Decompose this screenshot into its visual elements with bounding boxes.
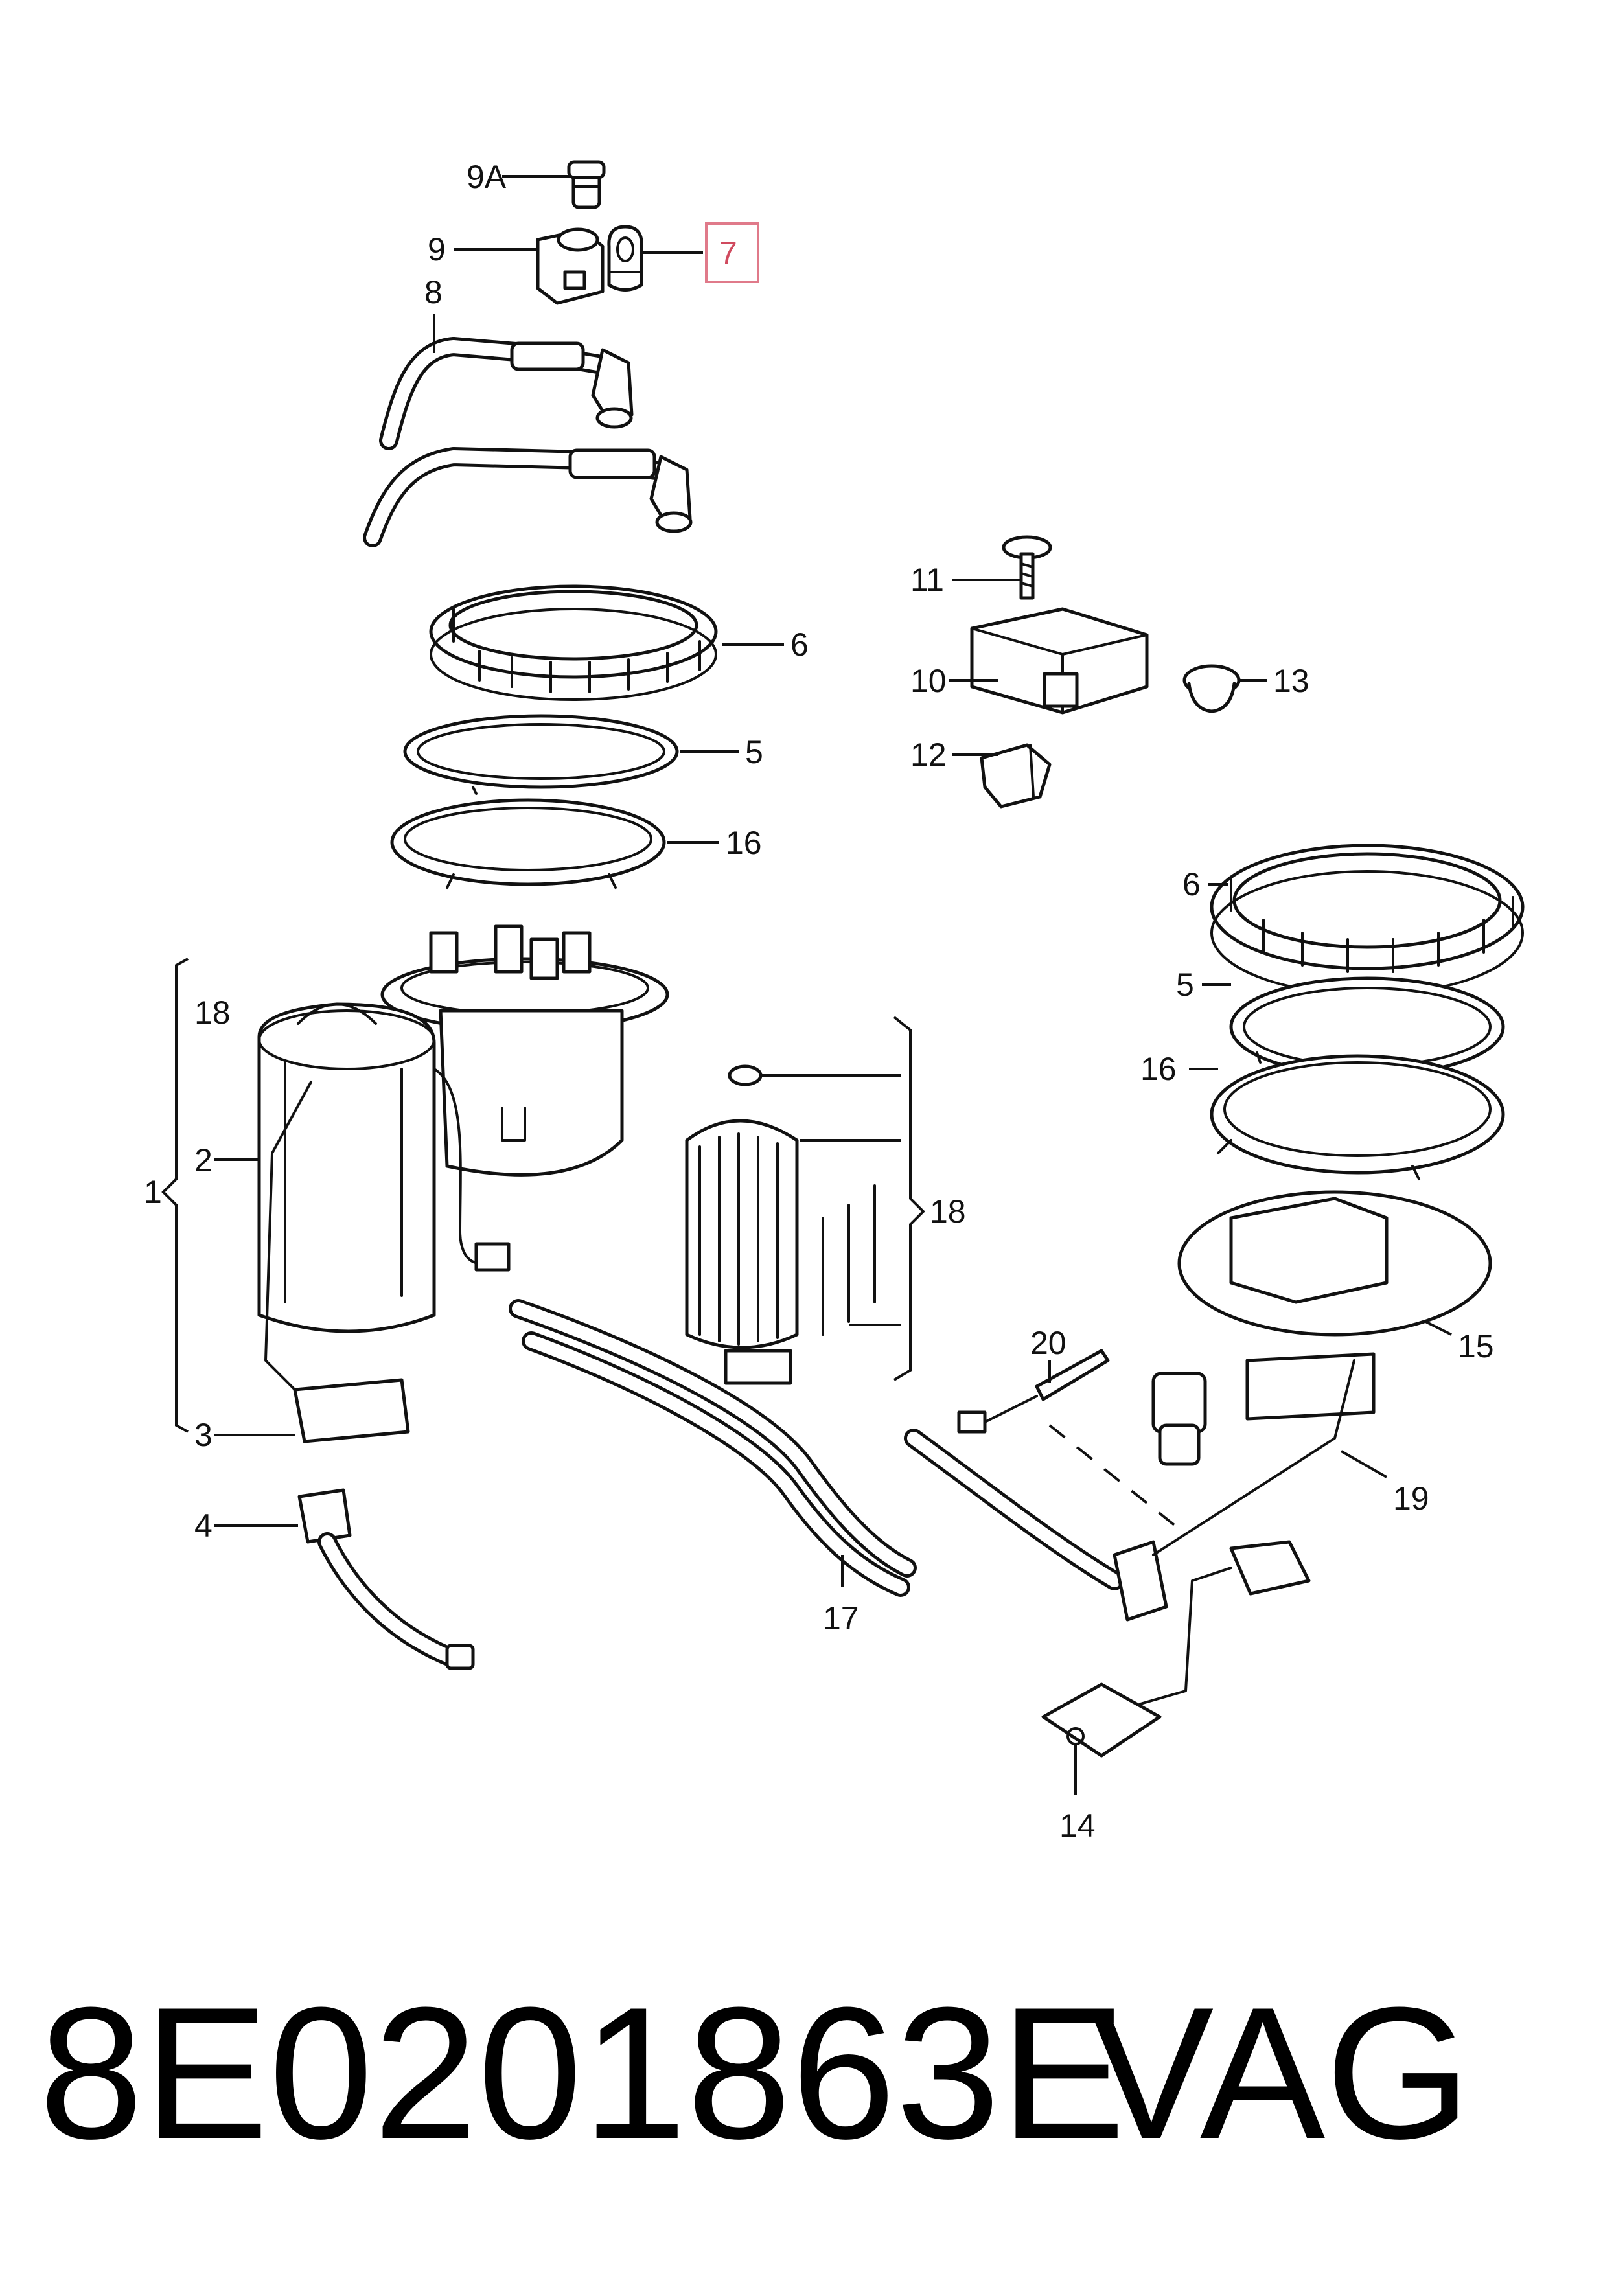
callout-7: 7 <box>719 235 737 271</box>
bracket-right-group <box>893 1016 925 1381</box>
callout-18-right: 18 <box>930 1193 966 1230</box>
part-5-seal-left <box>403 714 679 789</box>
callout-11: 11 <box>910 562 944 598</box>
callout-6-right: 6 <box>1182 866 1201 902</box>
callout-5-left: 5 <box>745 734 763 770</box>
callout-20: 20 <box>1030 1325 1066 1361</box>
part-20-cable-tie <box>957 1349 1110 1434</box>
callout-17: 17 <box>823 1600 859 1636</box>
brand-caption: VAG <box>1089 1968 1471 2178</box>
callout-9a: 9A <box>467 159 507 195</box>
assembly-dash-line <box>1048 1424 1181 1530</box>
part-2-pump-housing <box>257 1002 511 1333</box>
part-12-clip <box>980 743 1052 809</box>
callout-8: 8 <box>424 274 443 310</box>
part-9-valve <box>536 227 605 305</box>
callout-5-right: 5 <box>1176 967 1194 1003</box>
part-9a-cap <box>567 160 606 209</box>
callout-3: 3 <box>194 1417 213 1453</box>
part-4-cable <box>297 1488 475 1670</box>
callout-2: 2 <box>194 1142 213 1178</box>
part-18-fuel-filter <box>685 1064 876 1385</box>
leader-lines <box>214 175 1452 1795</box>
callout-19: 19 <box>1393 1480 1429 1517</box>
callout-9: 9 <box>428 231 446 268</box>
callout-15: 15 <box>1458 1328 1494 1364</box>
part-16-gasket-right <box>1210 1051 1505 1180</box>
bracket-left-group <box>161 958 189 1433</box>
part-14-level-sender <box>1041 1540 1311 1758</box>
callout-16-left: 16 <box>726 825 762 861</box>
part-number-caption: 8E0201863E <box>39 1968 1126 2178</box>
callout-13: 13 <box>1273 663 1309 699</box>
part-7-cap <box>607 225 643 292</box>
callout-6-left: 6 <box>790 626 809 663</box>
callout-1: 1 <box>144 1174 162 1210</box>
part-6-locking-ring-right <box>1210 844 1525 996</box>
part-15-flange-module <box>1151 1190 1492 1466</box>
callout-4: 4 <box>194 1508 213 1544</box>
highlight-box-7 <box>705 222 759 283</box>
callout-16-right: 16 <box>1140 1051 1177 1087</box>
part-10-bracket <box>970 607 1149 715</box>
part-16-gasket-left <box>390 786 666 889</box>
exploded-parts-diagram: 9A 9 7 8 11 10 12 13 6 5 16 6 5 16 18 1 … <box>144 159 1525 1844</box>
part-6-locking-ring-left <box>429 584 718 701</box>
part-1-fuel-pump-module <box>380 924 669 1177</box>
part-13-grommet <box>1182 664 1241 713</box>
callout-12: 12 <box>910 737 947 773</box>
part-11-screw <box>1002 535 1052 600</box>
part-3-sender <box>264 1081 410 1443</box>
part-8-hoses <box>363 337 693 547</box>
callout-14: 14 <box>1059 1808 1096 1844</box>
callout-10: 10 <box>910 663 947 699</box>
callout-18-left: 18 <box>194 994 231 1031</box>
part-19-return-line <box>904 1359 1355 1622</box>
part-17-fuel-line <box>509 1299 917 1597</box>
